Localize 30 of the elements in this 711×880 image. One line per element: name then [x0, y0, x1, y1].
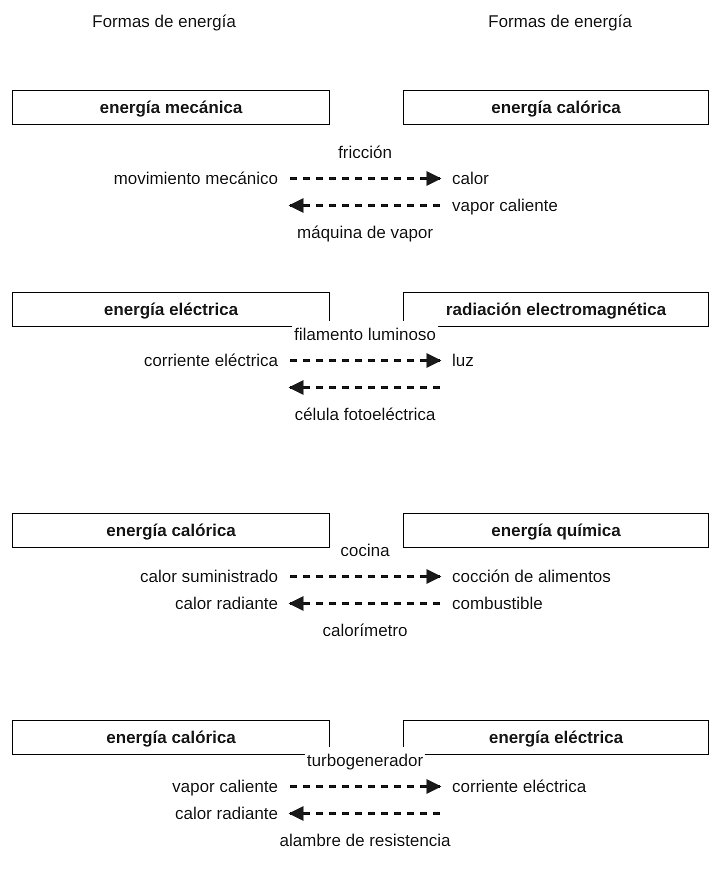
dashed-arrow [290, 353, 442, 368]
energy-term: corriente eléctrica [452, 776, 586, 798]
energy-term: corriente eléctrica [144, 350, 278, 372]
energy-term: vapor caliente [452, 195, 558, 217]
energy-term: combustible [452, 593, 543, 615]
energy-form-box: energía mecánica [12, 90, 330, 125]
energy-form-box: energía eléctrica [403, 720, 709, 755]
dashed-arrow [290, 779, 442, 794]
energy-term: movimiento mecánico [114, 168, 278, 190]
energy-term: vapor caliente [172, 776, 278, 798]
dashed-arrow [288, 596, 440, 611]
energy-term: calor suministrado [140, 566, 278, 588]
energy-form-box: radiación electromagnética [403, 292, 709, 327]
dashed-arrow [290, 171, 442, 186]
column-heading: Formas de energía [488, 11, 632, 33]
energy-form-box: energía eléctrica [12, 292, 330, 327]
column-heading: Formas de energía [92, 11, 236, 33]
dashed-arrow [288, 380, 440, 395]
dashed-arrow [288, 806, 440, 821]
energy-form-box: energía calórica [403, 90, 709, 125]
energy-form-box: energía calórica [12, 720, 330, 755]
energy-term: calor radiante [174, 593, 278, 615]
energy-term: calor radiante [174, 803, 278, 825]
energy-term: cocción de alimentos [452, 566, 611, 588]
energy-form-box: energía calórica [12, 513, 330, 548]
dashed-arrow [288, 198, 440, 213]
energy-term: calor [452, 168, 489, 190]
energy-term: luz [452, 350, 474, 372]
dashed-arrow [290, 569, 442, 584]
energy-form-box: energía química [403, 513, 709, 548]
